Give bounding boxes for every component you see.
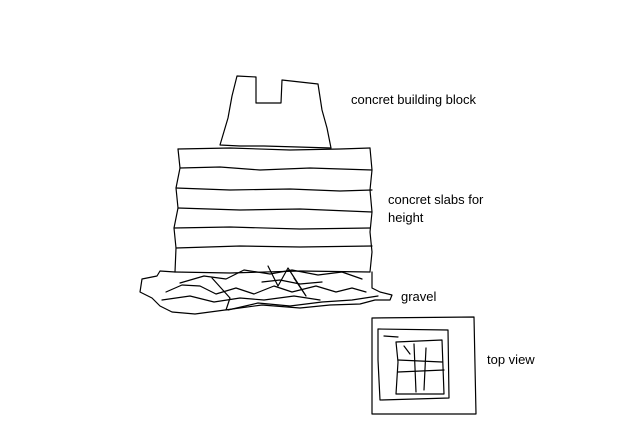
top-view-cross-vertical-2 (423, 347, 427, 391)
slab-line-2 (175, 187, 373, 192)
gravel-stone-1 (161, 295, 321, 303)
label-building-block: concret building block (351, 92, 477, 107)
top-view-inner-square (395, 339, 445, 395)
gravel-stone-7 (261, 279, 323, 285)
building-block-outline (219, 75, 332, 149)
slab-stack-left-edge (173, 148, 181, 273)
gravel-stone-5 (211, 277, 231, 311)
slab-line-3 (177, 207, 373, 213)
gravel-stone-6 (227, 295, 379, 311)
top-view-outer-square (371, 316, 477, 415)
top-view-middle-gap (383, 335, 399, 338)
slab-stack-top-edge (177, 147, 371, 151)
slab-line-1 (179, 166, 373, 171)
label-slabs-line2: height (388, 210, 424, 225)
slab-line-5 (175, 245, 373, 249)
gravel-stone-3 (165, 284, 367, 295)
top-view-middle-square (377, 328, 450, 401)
gravel-stone-2 (179, 269, 363, 284)
top-view-cross-vertical (413, 343, 417, 393)
slab-stack-right-edge (369, 147, 373, 273)
top-view-cross-horizontal (397, 359, 443, 363)
label-top-view: top view (487, 352, 535, 367)
label-gravel: gravel (401, 289, 437, 304)
top-view-tick (403, 345, 411, 355)
slab-line-4 (173, 226, 371, 230)
label-slabs-line1: concret slabs for (388, 192, 484, 207)
gravel-outline (139, 270, 393, 315)
gravel-stone-4 (267, 265, 307, 297)
slab-line-6 (174, 270, 371, 274)
top-view-cross-horizontal-2 (397, 369, 445, 373)
